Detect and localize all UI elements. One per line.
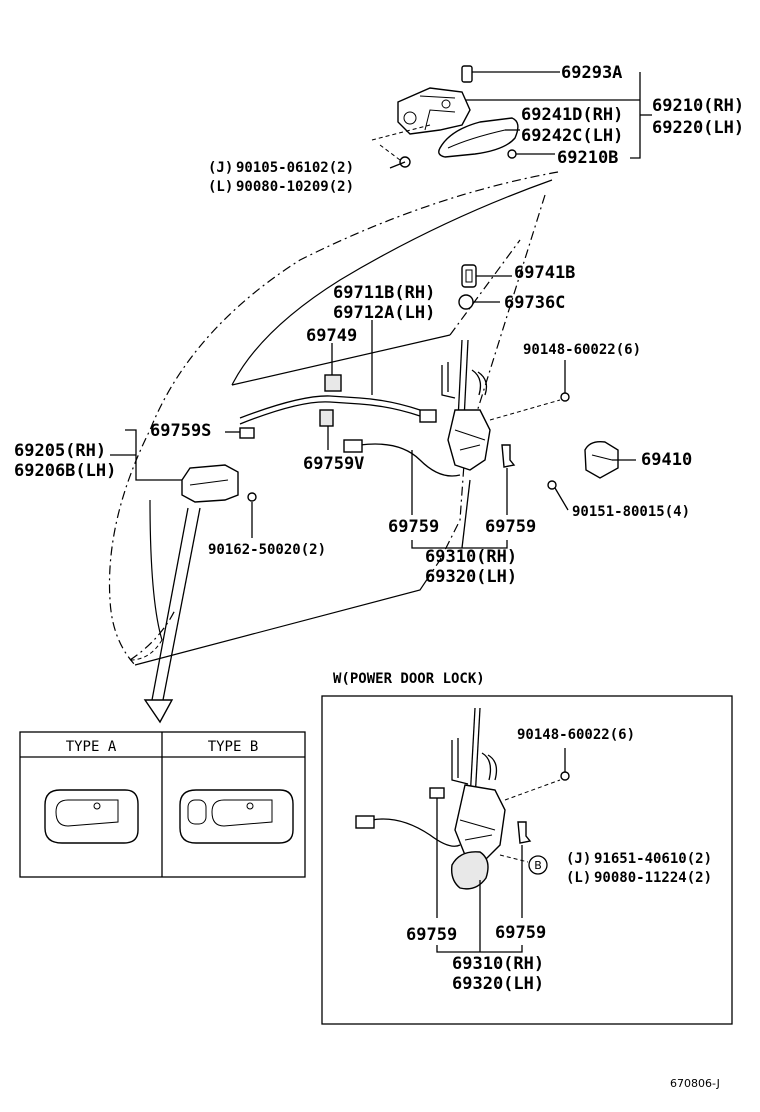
label-69759-c: 69759 [406, 925, 457, 945]
label-90148-b: 90148-60022(6) [517, 727, 635, 743]
label-90148-a: 90148-60022(6) [523, 342, 641, 358]
type-arrow [143, 507, 201, 724]
label-90162: 90162-50020(2) [208, 542, 326, 558]
label-69205: 69205(RH) [14, 441, 106, 461]
marker-b: B [534, 859, 542, 872]
label-69759-d: 69759 [495, 923, 546, 943]
label-69320-a: 69320(LH) [425, 567, 517, 587]
label-69310-b: 69310(RH) [452, 954, 544, 974]
part-labels: 69293A 69241D(RH) 69242C(LH) 69210(RH) 6… [14, 63, 744, 587]
outer-handle-assembly [371, 65, 519, 168]
label-90151: 90151-80015(4) [572, 504, 690, 520]
label-69206B: 69206B(LH) [14, 461, 116, 481]
inset-title: W(POWER DOOR LOCK) [333, 671, 485, 687]
label-69749: 69749 [306, 326, 357, 346]
door-outline [108, 171, 559, 666]
inset-labels: W(POWER DOOR LOCK) 90148-60022(6) (J) 91… [333, 671, 712, 994]
label-69220: 69220(LH) [652, 118, 744, 138]
label-j-code-2: (J) [566, 851, 591, 867]
label-69293A: 69293A [561, 63, 622, 83]
inner-handle [181, 464, 239, 503]
label-69210B: 69210B [557, 148, 618, 168]
label-69759S: 69759S [150, 421, 211, 441]
type-b-label: TYPE B [208, 739, 259, 755]
striker-69410 [584, 440, 619, 479]
label-91651: 91651-40610(2) [594, 851, 712, 867]
label-69241D: 69241D(RH) [521, 105, 623, 125]
label-90080-11224: 90080-11224(2) [594, 870, 712, 886]
label-69320-b: 69320(LH) [452, 974, 544, 994]
diagram-code: 670806-J [670, 1077, 720, 1090]
label-69242C: 69242C(LH) [521, 126, 623, 146]
label-69741B: 69741B [514, 263, 575, 283]
label-69759-a: 69759 [388, 517, 439, 537]
label-69736C: 69736C [504, 293, 565, 313]
type-boxes [19, 731, 306, 878]
power-door-lock-inset [321, 695, 733, 1025]
label-69210: 69210(RH) [652, 96, 744, 116]
label-69410: 69410 [641, 450, 692, 470]
label-90105: 90105-06102(2) [236, 160, 354, 176]
lock-mechanism [441, 264, 570, 471]
label-69759-b: 69759 [485, 517, 536, 537]
label-69711B: 69711B(RH) [333, 283, 435, 303]
rods-and-cables [239, 374, 461, 477]
label-l-code-1: (L) [208, 179, 233, 195]
label-l-code-2: (L) [566, 870, 591, 886]
type-a-label: TYPE A [66, 739, 117, 755]
label-69712A: 69712A(LH) [333, 303, 435, 323]
label-j-code-1: (J) [208, 160, 233, 176]
inset-lock-mechanism [355, 707, 570, 890]
label-90080-10209: 90080-10209(2) [236, 179, 354, 195]
window-frame [231, 179, 553, 576]
label-69310-a: 69310(RH) [425, 547, 517, 567]
label-69759V: 69759V [303, 454, 364, 474]
